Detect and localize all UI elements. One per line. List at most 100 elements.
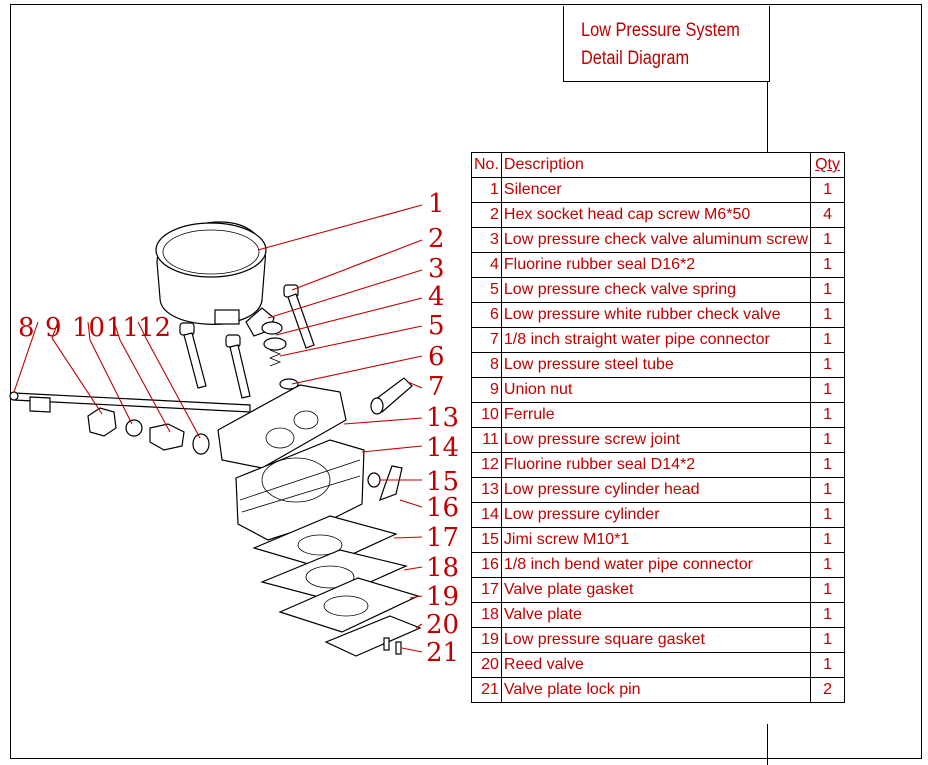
row-no: 11 <box>471 427 502 453</box>
steel-tube-part <box>9 391 251 413</box>
row-qty: 1 <box>810 377 846 403</box>
row-qty: 1 <box>810 452 846 478</box>
cap-screws-part <box>179 284 315 399</box>
row-qty: 1 <box>810 602 846 628</box>
title-line-1: Low Pressure System <box>581 20 740 41</box>
row-no: 5 <box>471 277 502 303</box>
row-description: Low pressure check valve spring <box>500 277 812 303</box>
title-block: Low Pressure System Detail Diagram <box>563 6 770 82</box>
row-qty: 1 <box>810 577 846 603</box>
row-description: Silencer <box>500 177 812 203</box>
row-qty: 1 <box>810 177 846 203</box>
drawing-frame <box>10 4 922 759</box>
row-description: Low pressure screw joint <box>500 427 812 453</box>
callout-15: 15 <box>426 467 459 497</box>
row-qty: 1 <box>810 227 846 253</box>
row-description: Low pressure steel tube <box>500 352 812 378</box>
row-qty: 2 <box>810 677 846 703</box>
row-description: Fluorine rubber seal D16*2 <box>500 252 812 278</box>
row-qty: 1 <box>810 477 846 503</box>
row-no: 15 <box>471 527 502 553</box>
callout-9: 9 <box>45 313 62 343</box>
lock-pins-part <box>383 637 402 655</box>
row-no: 17 <box>471 577 502 603</box>
row-no: 14 <box>471 502 502 528</box>
row-description: Low pressure cylinder <box>500 502 812 528</box>
row-no: 9 <box>471 377 502 403</box>
row-no: 6 <box>471 302 502 328</box>
row-no: 18 <box>471 602 502 628</box>
row-qty: 1 <box>810 352 846 378</box>
cylinder-head-part <box>217 384 347 469</box>
callout-3: 3 <box>428 254 445 284</box>
row-no: 3 <box>471 227 502 253</box>
row-description: Valve plate <box>500 602 812 628</box>
callout-18: 18 <box>426 553 459 583</box>
row-no: 7 <box>471 327 502 353</box>
callout-8: 8 <box>18 313 35 343</box>
header-qty: Qty <box>810 152 846 178</box>
frame-bottom-edge <box>10 758 921 759</box>
row-qty: 1 <box>810 277 846 303</box>
callout-17: 17 <box>426 523 459 553</box>
cylinder-part <box>235 439 365 541</box>
row-qty: 4 <box>810 202 846 228</box>
row-qty: 1 <box>810 402 846 428</box>
title-line-2: Detail Diagram <box>581 48 690 69</box>
row-no: 19 <box>471 627 502 653</box>
row-description: Hex socket head cap screw M6*50 <box>500 202 812 228</box>
row-no: 12 <box>471 452 502 478</box>
callout-numbers: 1 2 3 4 5 6 7 8 9 10 11 12 13 14 15 16 1… <box>18 189 459 668</box>
row-description: Union nut <box>500 377 812 403</box>
row-description: Valve plate lock pin <box>500 677 812 703</box>
row-qty: 1 <box>810 327 846 353</box>
frame-divider <box>767 80 768 153</box>
row-no: 4 <box>471 252 502 278</box>
frame-divider-bottom <box>767 724 768 765</box>
callout-7: 7 <box>428 372 445 402</box>
callout-20: 20 <box>426 610 459 640</box>
callout-21: 21 <box>426 638 459 668</box>
silencer-part <box>155 221 267 325</box>
row-description: Low pressure white rubber check valve <box>500 302 812 328</box>
row-no: 20 <box>471 652 502 678</box>
row-qty: 1 <box>810 302 846 328</box>
row-qty: 1 <box>810 552 846 578</box>
row-no: 1 <box>471 177 502 203</box>
header-no: No. <box>471 152 502 178</box>
parts-table-header: No. Description Qty <box>471 152 846 178</box>
row-qty: 1 <box>810 652 846 678</box>
row-description: Fluorine rubber seal D14*2 <box>500 452 812 478</box>
row-no: 10 <box>471 402 502 428</box>
row-description: 1/8 inch straight water pipe connector <box>500 327 812 353</box>
screw-and-bend-connector-part <box>367 465 403 502</box>
check-valve-parts <box>245 307 299 390</box>
row-qty: 1 <box>810 427 846 453</box>
row-description: Low pressure square gasket <box>500 627 812 653</box>
row-no: 8 <box>471 352 502 378</box>
row-description: Valve plate gasket <box>500 577 812 603</box>
exploded-view-diagram: 1 2 3 4 5 6 7 8 9 10 11 12 13 14 15 16 1… <box>9 189 459 668</box>
leader-lines <box>13 204 423 653</box>
row-qty: 1 <box>810 527 846 553</box>
row-no: 13 <box>471 477 502 503</box>
callout-6: 6 <box>428 342 445 372</box>
